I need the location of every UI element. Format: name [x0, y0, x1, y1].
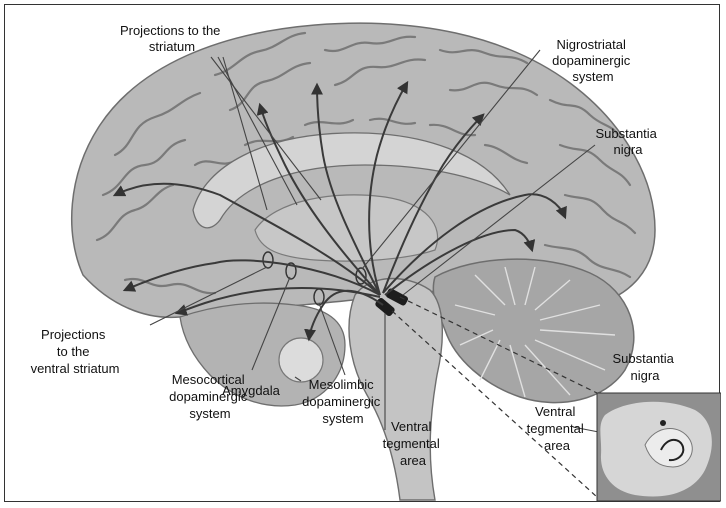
figure-frame: Projections to the striatum Nigrostriata… — [4, 4, 720, 502]
label-amygdala: Amygdala — [222, 383, 281, 398]
cerebellum — [433, 259, 634, 402]
label-nigrostriatal: Nigrostriatal dopaminergic system — [552, 37, 634, 84]
label-vta-inset: Ventral tegmental area — [527, 404, 588, 453]
inset-micrograph — [597, 393, 721, 501]
brain-diagram: Projections to the striatum Nigrostriata… — [5, 5, 721, 503]
label-mesolimbic: Mesolimbic dopaminergic system — [302, 377, 384, 426]
label-projections-ventral-striatum: Projections to the ventral striatum — [31, 327, 120, 376]
amygdala-structure — [279, 338, 323, 382]
label-vta: Ventral tegmental area — [383, 419, 444, 468]
